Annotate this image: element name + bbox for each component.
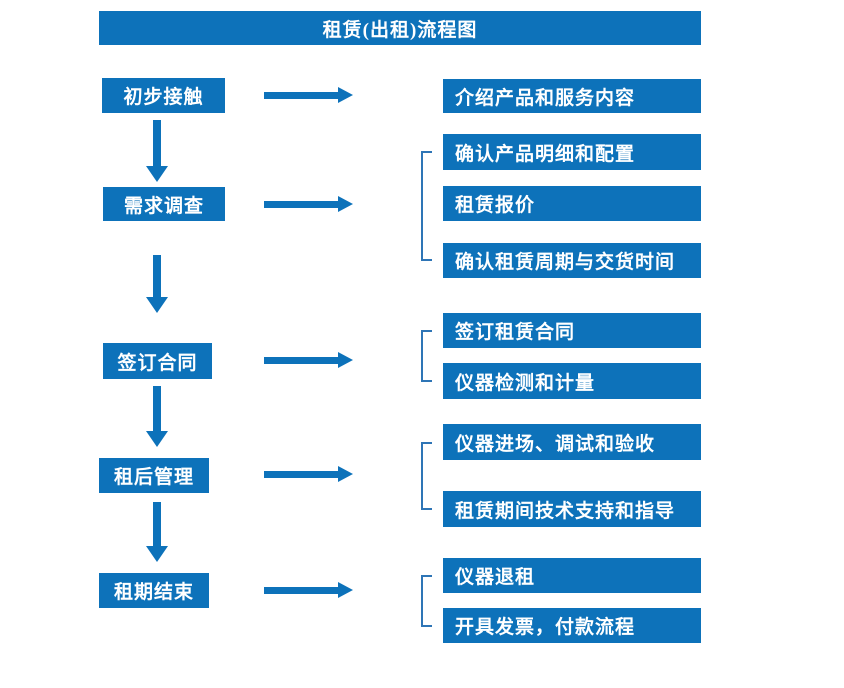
down-arrow-icon	[146, 386, 168, 447]
right-arrow-head	[338, 196, 353, 212]
right-arrow-icon	[264, 352, 353, 369]
right-arrow-shaft	[264, 471, 338, 478]
detail-box-confirm-rental-period: 确认租赁周期与交货时间	[443, 243, 701, 278]
right-arrow-head	[338, 87, 353, 103]
detail-box-sign-rental-contract: 签订租赁合同	[443, 313, 701, 348]
stage-box-rental-end: 租期结束	[99, 573, 209, 608]
down-arrow-icon	[146, 255, 168, 313]
right-arrow-shaft	[264, 357, 338, 364]
detail-box-invoice-payment: 开具发票，付款流程	[443, 608, 701, 643]
page-title: 租赁(出租)流程图	[99, 11, 701, 45]
stage-box-post-rental-management: 租后管理	[99, 458, 209, 493]
right-arrow-head	[338, 582, 353, 598]
stage-box-demand-survey: 需求调查	[103, 187, 225, 221]
bracket-connector	[421, 442, 432, 510]
detail-box-introduce-products: 介绍产品和服务内容	[443, 79, 701, 113]
detail-box-technical-support: 租赁期间技术支持和指导	[443, 491, 701, 527]
right-arrow-icon	[264, 87, 353, 104]
bracket-connector	[421, 575, 432, 627]
down-arrow-head	[146, 297, 168, 313]
right-arrow-icon	[264, 582, 353, 599]
bracket-connector	[421, 330, 432, 382]
detail-box-instrument-setup-acceptance: 仪器进场、调试和验收	[443, 424, 701, 460]
right-arrow-shaft	[264, 92, 338, 99]
right-arrow-head	[338, 352, 353, 368]
down-arrow-icon	[146, 502, 168, 562]
detail-box-instrument-testing: 仪器检测和计量	[443, 363, 701, 399]
down-arrow-head	[146, 431, 168, 447]
detail-box-confirm-product-details: 确认产品明细和配置	[443, 134, 701, 170]
down-arrow-shaft	[153, 120, 161, 167]
down-arrow-shaft	[153, 502, 161, 547]
detail-box-rental-quotation: 租赁报价	[443, 186, 701, 221]
detail-box-instrument-return: 仪器退租	[443, 558, 701, 593]
right-arrow-head	[338, 466, 353, 482]
down-arrow-icon	[146, 120, 168, 182]
bracket-connector	[421, 151, 432, 261]
down-arrow-shaft	[153, 255, 161, 298]
right-arrow-shaft	[264, 201, 338, 208]
right-arrow-shaft	[264, 587, 338, 594]
stage-box-initial-contact: 初步接触	[102, 78, 225, 113]
down-arrow-head	[146, 546, 168, 562]
stage-box-sign-contract: 签订合同	[103, 343, 212, 379]
down-arrow-shaft	[153, 386, 161, 432]
right-arrow-icon	[264, 466, 353, 483]
down-arrow-head	[146, 166, 168, 182]
right-arrow-icon	[264, 196, 353, 213]
